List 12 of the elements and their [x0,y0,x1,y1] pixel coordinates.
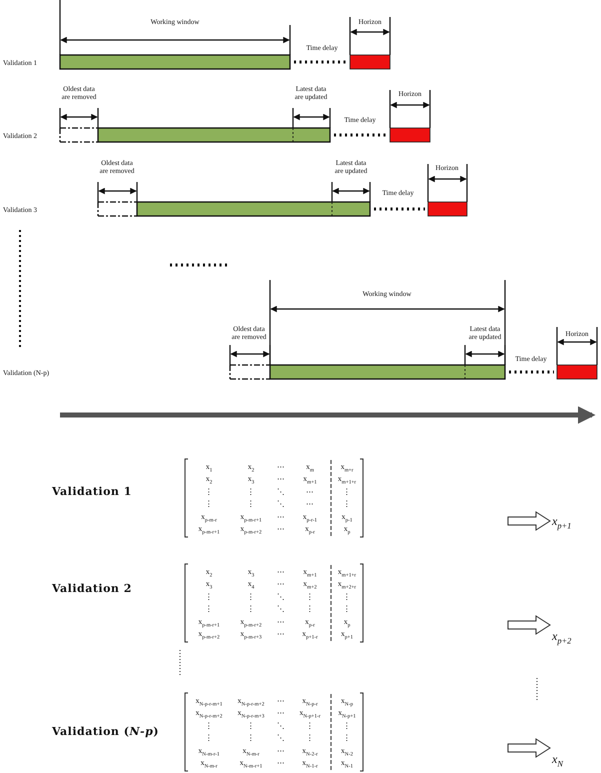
block-arrow [508,738,551,758]
row-label: Validation 2 [52,582,132,595]
matrix [183,692,365,772]
output-value: x$_{p+1}$ [552,514,572,530]
matrix [183,563,365,643]
row-label: Validation 1 [52,485,132,498]
output-value: x$_{N}$ [552,752,563,768]
output-value: x$_{p+2}$ [552,629,572,646]
block-arrow [508,615,551,635]
row-label: Validation (N-p) [52,725,159,738]
matrix [183,458,365,538]
block-arrow [508,511,551,531]
